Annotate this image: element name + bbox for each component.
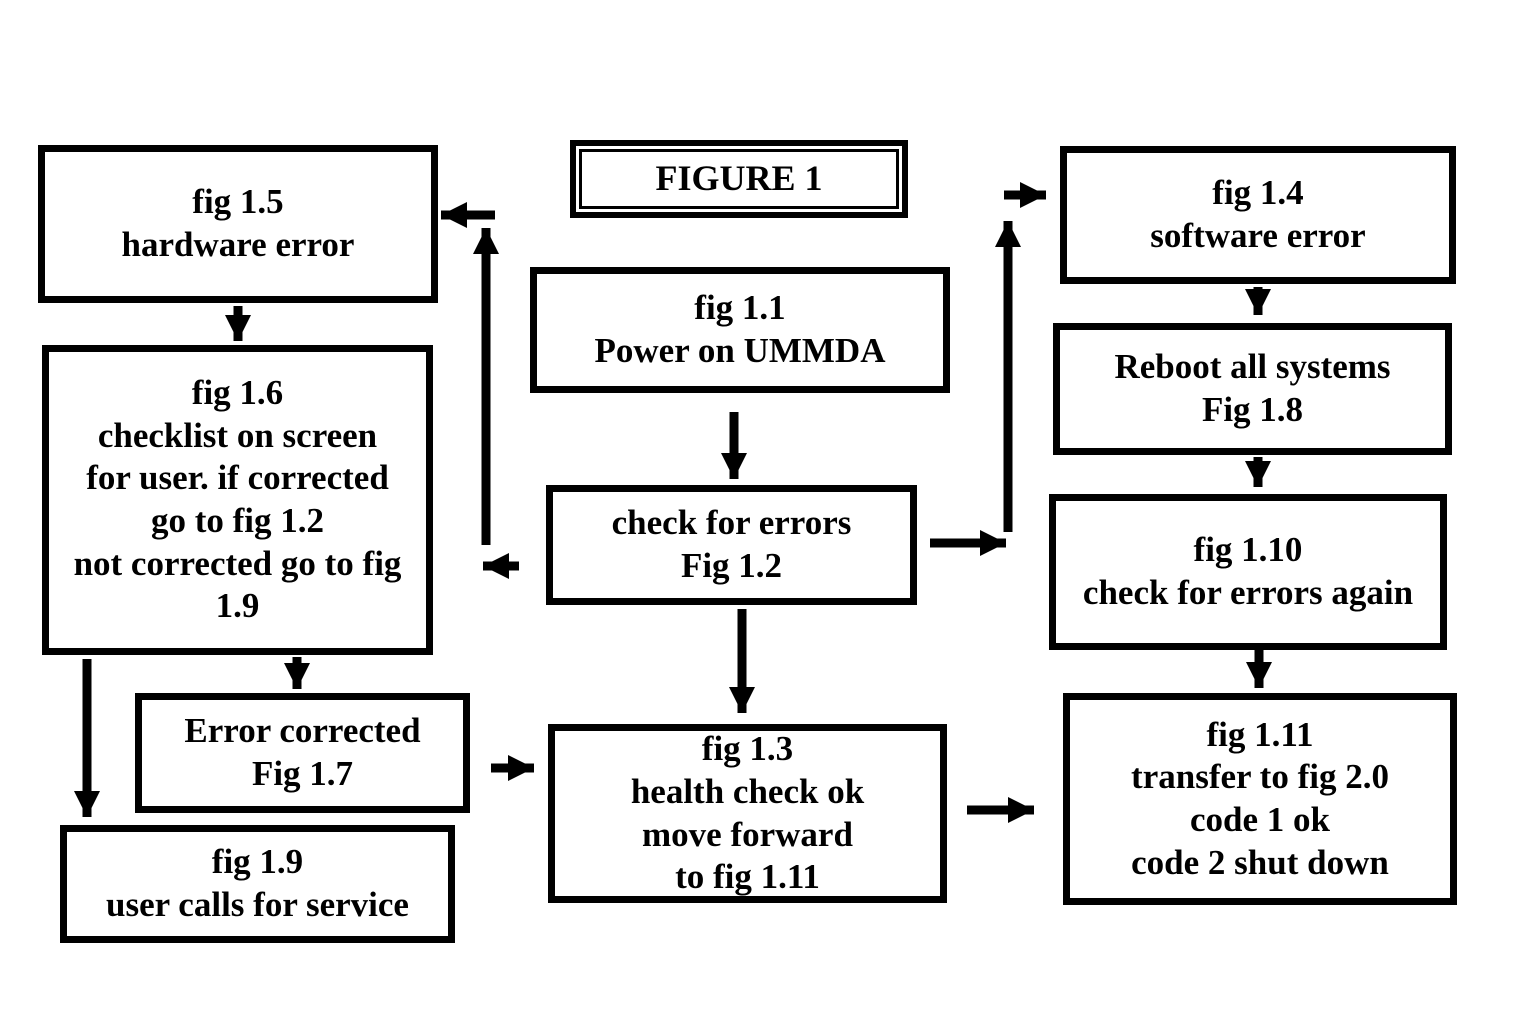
node-fig-1-7: Error corrected Fig 1.7	[135, 693, 470, 813]
node-fig-1-11: fig 1.11 transfer to fig 2.0 code 1 ok c…	[1063, 693, 1457, 905]
figure-title: FIGURE 1	[570, 140, 908, 218]
node-fig-1-2: check for errors Fig 1.2	[546, 485, 917, 605]
node-fig-1-4: fig 1.4 software error	[1060, 146, 1456, 284]
node-fig-1-6: fig 1.6 checklist on screen for user. if…	[42, 345, 433, 655]
node-fig-1-5: fig 1.5 hardware error	[38, 145, 438, 303]
node-fig-1-8: Reboot all systems Fig 1.8	[1053, 323, 1452, 455]
node-fig-1-1: fig 1.1 Power on UMMDA	[530, 267, 950, 393]
node-fig-1-9: fig 1.9 user calls for service	[60, 825, 455, 943]
node-fig-1-3: fig 1.3 health check ok move forward to …	[548, 724, 947, 903]
node-fig-1-10: fig 1.10 check for errors again	[1049, 494, 1447, 650]
